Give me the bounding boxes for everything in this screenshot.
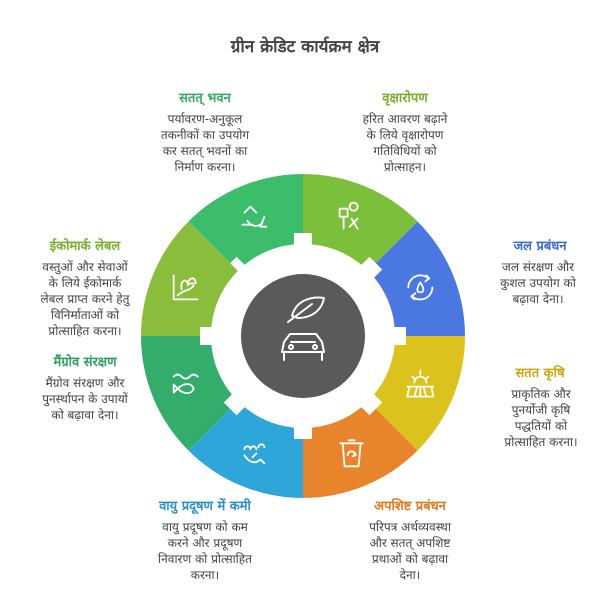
label-ecomark: ईकोमार्क लेबल [49,239,121,254]
label-air-pollution: वायु प्रदूषण में कमी [159,499,251,514]
label-sustainable-agriculture: सतत कृषि [515,366,565,381]
segment-air-pollution [188,401,303,499]
hub-circle [241,274,365,398]
page-title: ग्रीन क्रेडिट कार्यक्रम क्षेत्र [230,37,380,57]
farm-sun-icon [406,369,435,398]
eco-label-icon [172,274,199,301]
label-tree-plantation: वृक्षारोपण [382,91,428,106]
planting-icon [338,201,359,230]
water-cycle-icon [407,274,434,301]
fish-water-icon [172,373,199,394]
label-water-management: जल प्रबंधन [513,239,567,254]
label-waste-management: अपशिष्ट प्रबंधन [374,499,446,514]
recycle-icon [241,205,268,228]
segment-sustainable-agriculture [368,336,465,451]
label-mangrove: मैंग्रोव संरक्षण [53,355,117,370]
segment-water-management [368,221,465,336]
segment-tree-plantation [303,174,418,271]
recycle-bin-icon [339,439,364,468]
label-sustainable-building: सतत् भवन [179,91,231,106]
air-icon [243,443,266,465]
car-leaf-icon [281,296,325,361]
segment-sustainable-building [188,174,303,271]
